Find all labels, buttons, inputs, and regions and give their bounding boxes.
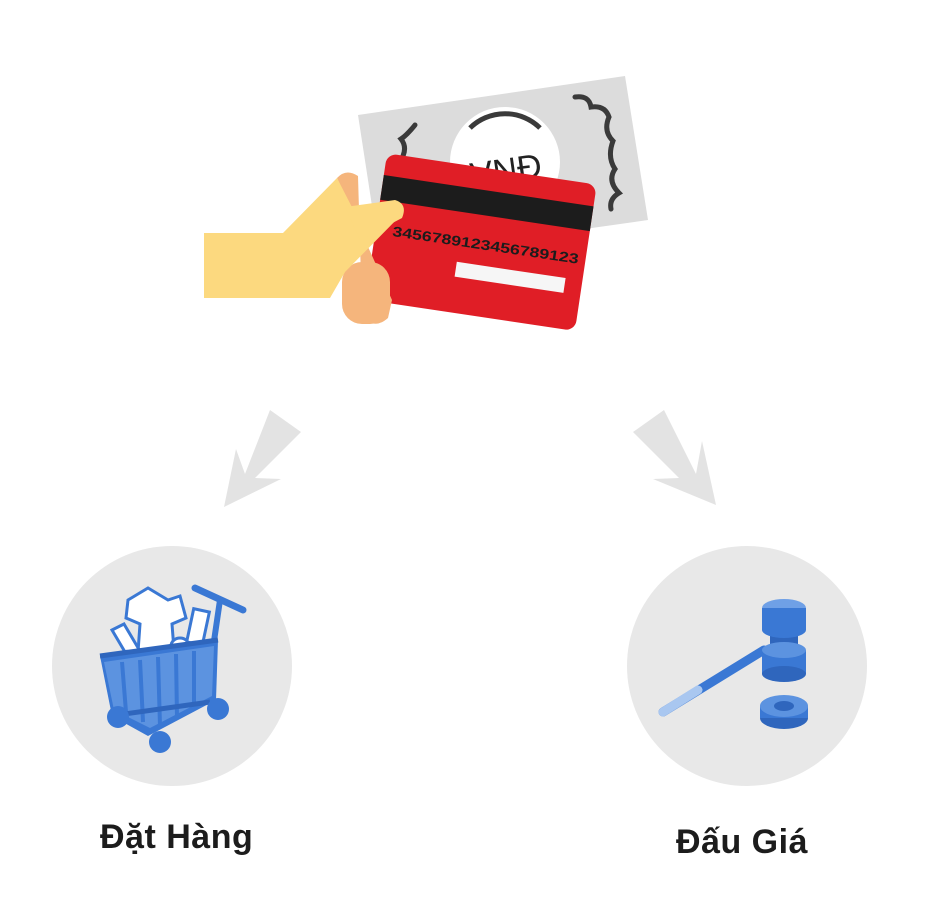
shopping-cart-icon xyxy=(99,584,247,753)
arrow-down-right-icon xyxy=(633,410,716,505)
auction-circle xyxy=(627,546,867,786)
payment-illustration: VNĐ 3456789123456789123 xyxy=(204,76,648,330)
auction-option[interactable] xyxy=(627,546,867,786)
hand-icon xyxy=(204,172,404,324)
order-option[interactable] xyxy=(52,546,292,786)
credit-card-icon: 3456789123456789123 xyxy=(366,154,596,330)
gavel-icon xyxy=(658,599,808,729)
auction-label[interactable]: Đấu Giá xyxy=(676,823,808,861)
order-label[interactable]: Đặt Hàng xyxy=(100,818,254,856)
arrow-down-left-icon xyxy=(224,410,301,507)
